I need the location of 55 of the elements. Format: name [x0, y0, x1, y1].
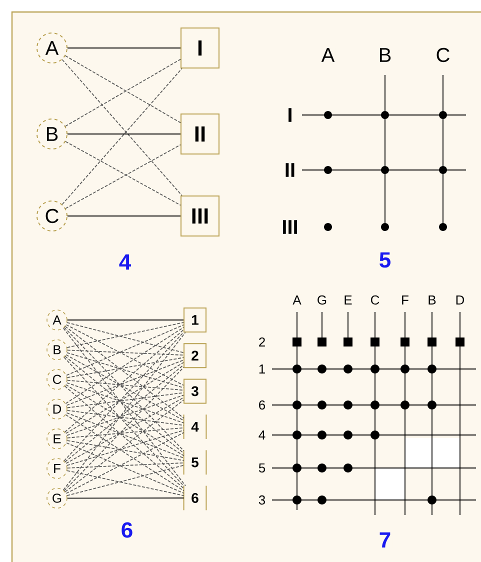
vertex-box: 2 [184, 343, 206, 368]
edge-line [66, 470, 184, 496]
vertex-box: 3 [184, 378, 206, 404]
edge-line [64, 364, 184, 462]
column-label: B [377, 47, 393, 63]
edge-line [66, 397, 184, 464]
bar-vertex: 4 [183, 414, 207, 440]
edge-line [66, 410, 184, 426]
row-label: II [283, 162, 297, 178]
column-label: E [342, 294, 354, 306]
edge-line [66, 462, 184, 468]
edge-line [64, 386, 184, 489]
edge-line [66, 354, 184, 421]
edge-line [66, 427, 184, 438]
edge-line [66, 412, 184, 459]
edge-line [64, 326, 184, 419]
column-label: A [292, 294, 302, 306]
bar-vertex: 6 [183, 485, 207, 511]
edge-line [65, 362, 184, 434]
edge-line [65, 414, 184, 492]
edge-line [66, 380, 184, 391]
edge-line [66, 394, 184, 436]
edge-line [66, 442, 184, 494]
vertex-box: II [180, 114, 220, 154]
edge-line [66, 392, 184, 408]
edge-line [66, 350, 184, 356]
column-label: F [400, 294, 410, 306]
column-label: B [426, 294, 438, 306]
edge-line [65, 384, 184, 456]
edge-line [66, 430, 184, 466]
row-label: I [286, 107, 294, 123]
panel-number: 6 [120, 521, 134, 539]
edge-line [66, 464, 184, 496]
row-label: III [280, 219, 300, 235]
edge-line [66, 382, 184, 424]
edge-line [66, 352, 184, 388]
edge-line [66, 498, 184, 499]
edge-line [66, 324, 184, 376]
vertex-box: 1 [184, 308, 206, 332]
edge-line [66, 360, 184, 406]
bar-vertex: 5 [183, 450, 207, 476]
edge-line [64, 329, 184, 432]
edge-line [66, 322, 184, 354]
edge-line [64, 400, 184, 492]
vertex-box: III [180, 196, 220, 236]
edge-line [64, 356, 184, 454]
vertex-box: I [180, 28, 220, 68]
edge-line [66, 357, 184, 378]
edge-line [66, 322, 184, 348]
edge-line [66, 440, 184, 461]
edge-line [66, 432, 184, 494]
column-label: A [320, 47, 336, 63]
edge-line [65, 326, 184, 404]
column-label: D [454, 294, 466, 306]
edge-line [66, 324, 184, 386]
